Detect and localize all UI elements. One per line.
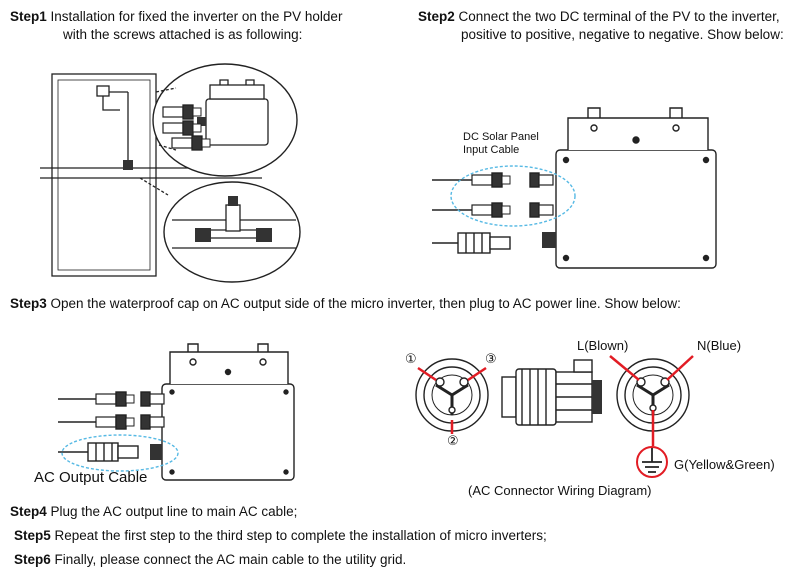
pv-panel-frame <box>51 73 157 277</box>
pin3-label: ③ <box>485 351 497 366</box>
step4-body: Plug the AC output line to main AC cable… <box>46 504 298 519</box>
g-wire-label: G(Yellow&Green) <box>674 457 775 472</box>
step6-tag: Step6 <box>14 552 51 567</box>
step3-ac-output-diagram <box>58 343 295 481</box>
step4-text: Step4 Plug the AC output line to main AC… <box>10 503 297 521</box>
inverter-body <box>555 149 717 269</box>
step4-tag: Step4 <box>10 504 47 519</box>
step1-line2: with the screws attached is as following… <box>63 27 303 42</box>
step5-tag: Step5 <box>14 528 51 543</box>
l-wire-label: L(Blown) <box>577 338 629 353</box>
step2-dc-connection-diagram <box>432 107 717 269</box>
step1-text: Step1 Installation for fixed the inverte… <box>10 8 342 26</box>
step2-line2: positive to positive, negative to negati… <box>461 27 784 42</box>
step1-line1: Installation for fixed the inverter on t… <box>46 9 343 24</box>
step3-text: Step3 Open the waterproof cap on AC outp… <box>10 295 681 313</box>
step1-tag: Step1 <box>10 9 47 24</box>
step2-line1: Connect the two DC terminal of the PV to… <box>454 9 780 24</box>
pin2-label: ② <box>447 433 459 448</box>
step6-text: Step6 Finally, please connect the AC mai… <box>14 551 406 569</box>
ac-output-cable-label: AC Output Cable <box>34 469 148 486</box>
step2-tag: Step2 <box>418 9 455 24</box>
ground-symbol <box>636 446 668 478</box>
connector-side-view <box>501 359 602 426</box>
diagram-caption: (AC Connector Wiring Diagram) <box>468 483 652 498</box>
step3-body: Open the waterproof cap on AC output sid… <box>46 296 681 311</box>
ac-connector-wiring-diagram <box>415 355 694 478</box>
dc-cable-label-1: DC Solar Panel <box>463 131 539 143</box>
step6-body: Finally, please connect the AC main cabl… <box>50 552 407 567</box>
step5-text: Step5 Repeat the first step to the third… <box>14 527 547 545</box>
step2-text: Step2 Connect the two DC terminal of the… <box>418 8 780 26</box>
step3-tag: Step3 <box>10 296 47 311</box>
step1-pv-holder-diagram <box>40 63 301 283</box>
inverter-body-ac <box>161 383 295 481</box>
n-wire-label: N(Blue) <box>697 338 742 353</box>
step5-body: Repeat the first step to the third step … <box>50 528 547 543</box>
dc-cable-label-2: Input Cable <box>463 144 520 156</box>
pin1-label: ① <box>405 351 417 366</box>
